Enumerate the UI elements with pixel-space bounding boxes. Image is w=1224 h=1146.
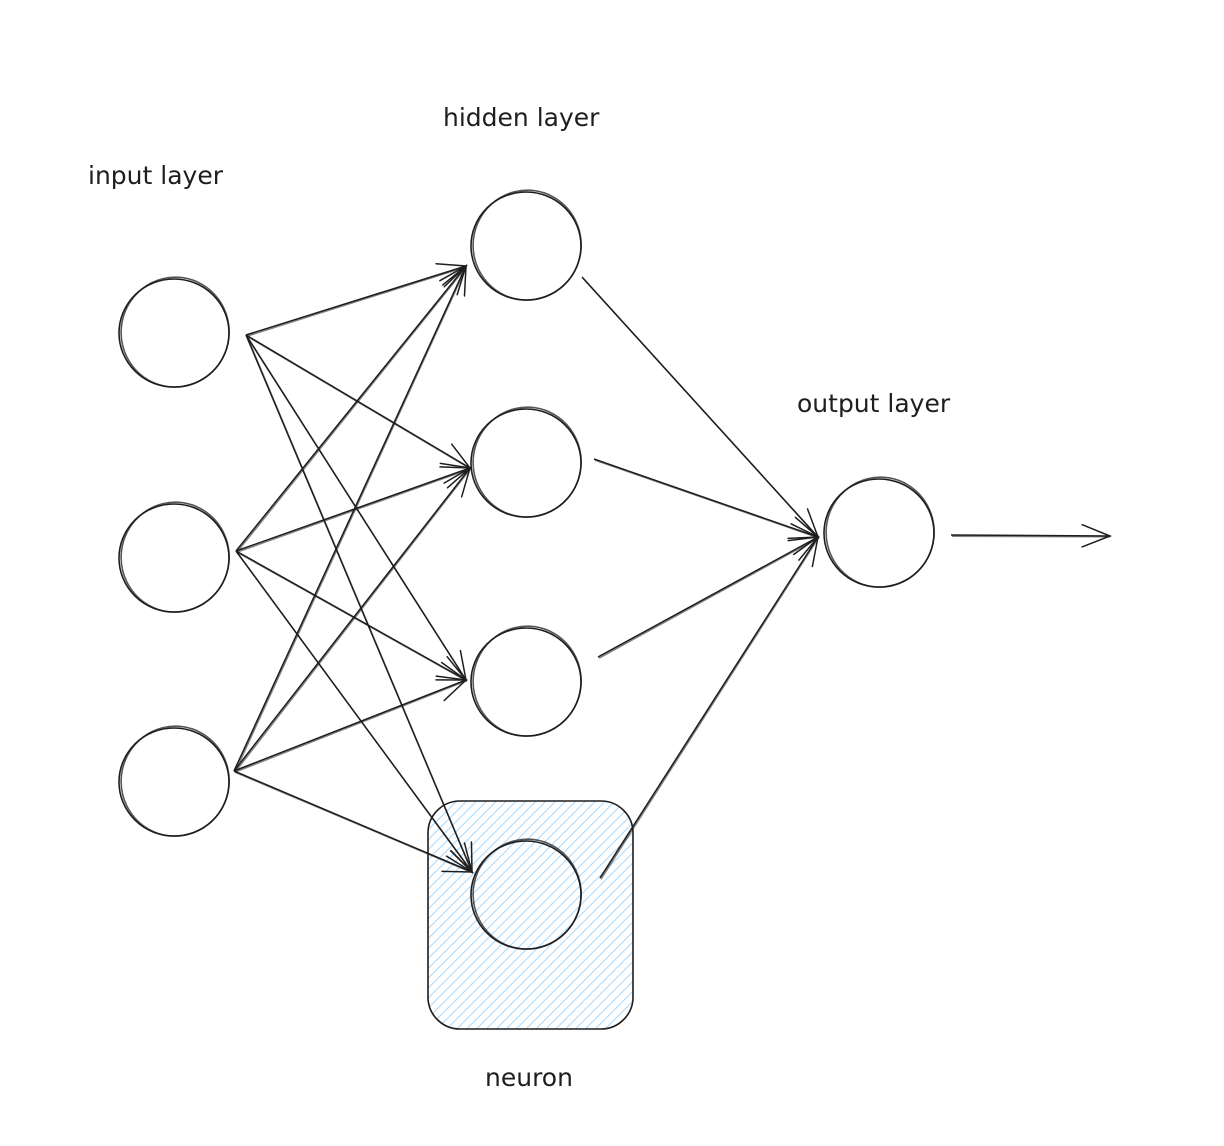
edge-input-3-to-hidden-2: [233, 466, 472, 773]
hidden-layer-label: hidden layer: [443, 103, 600, 132]
edge-input-2-to-hidden-3: [235, 550, 468, 682]
edge-input-2-to-hidden-4: [235, 550, 474, 874]
edge-input-1-to-hidden-4: [245, 334, 474, 874]
edge-hidden-1-to-output: [581, 276, 820, 539]
connections: [233, 262, 1113, 880]
nodes: [118, 189, 935, 950]
input-layer-label: input layer: [88, 161, 224, 190]
hidden-node-3: [470, 625, 582, 737]
edge-input-3-to-hidden-4: [233, 770, 474, 874]
edge-input-3-to-hidden-1: [233, 264, 468, 773]
neuron-label: neuron: [485, 1063, 573, 1092]
output-layer-label: output layer: [797, 389, 951, 418]
edge-input-3-to-hidden-3: [233, 679, 468, 773]
hidden-node-4: [470, 838, 582, 950]
edge-input-2-to-hidden-1: [235, 264, 468, 553]
edge-hidden-4-to-output: [599, 535, 820, 880]
input-node-3: [118, 725, 230, 837]
edge-hidden-3-to-output: [597, 536, 820, 659]
output-arrow: [950, 523, 1113, 548]
input-node-2: [118, 501, 230, 613]
output-node-1: [823, 476, 935, 588]
hidden-node-2: [470, 406, 582, 518]
input-node-1: [118, 276, 230, 388]
hidden-node-1: [470, 189, 582, 301]
edge-input-1-to-hidden-1: [245, 262, 468, 337]
neuron-highlight-box: [427, 800, 634, 1030]
edge-hidden-2-to-output: [593, 458, 820, 540]
